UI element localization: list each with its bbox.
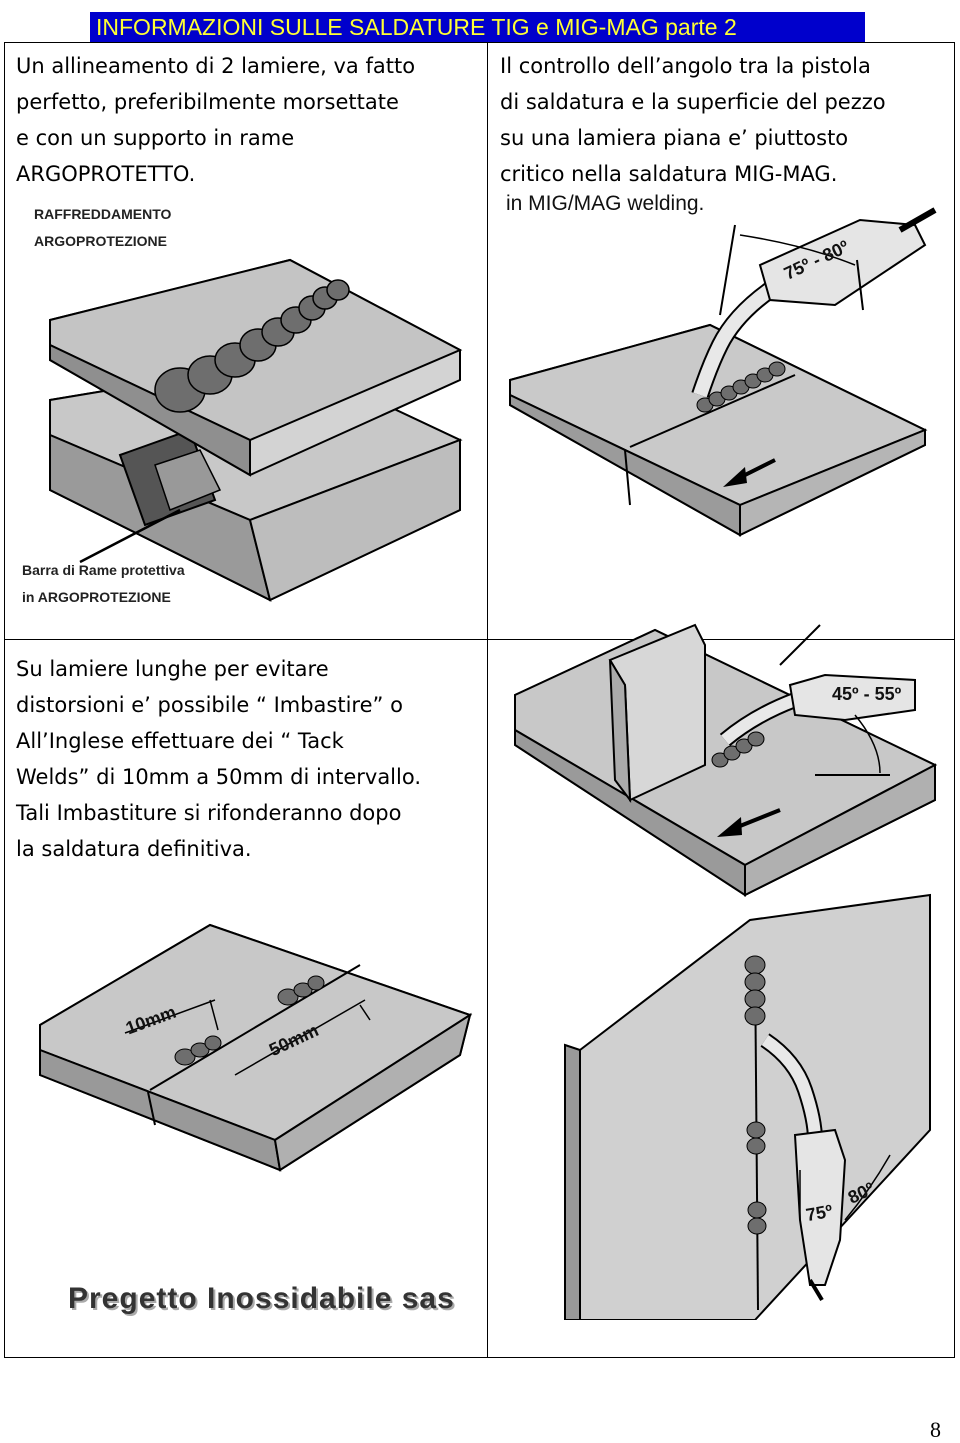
cell-bottom-left-text: Su lamiere lunghe per evitare distorsion… [16, 651, 421, 867]
table-row-divider [4, 639, 955, 640]
brand-logo: Pregetto Inossidabile sas [68, 1282, 455, 1315]
text-line: Welds” di 10mm a 50mm di intervallo. [16, 765, 422, 789]
text-line: ARGOPROTETTO. [16, 162, 196, 186]
vertical-weld-illustration [564, 893, 931, 1320]
text-line: e con un supporto in rame [16, 126, 295, 150]
label-copper-bar: Barra di Rame protettiva [22, 562, 185, 578]
page-number: 8 [930, 1417, 941, 1442]
title-main: INFORMAZIONI SULLE SALDATURE TIG e MIG-M… [96, 14, 659, 40]
fillet-weld-illustration [514, 623, 938, 897]
butt-joint-illustration [49, 258, 463, 602]
text-line: su una lamiera piana e’ piuttosto [500, 126, 849, 150]
cell-top-right-text: Il controllo dell’angolo tra la pistola … [500, 48, 886, 192]
table-column-divider [487, 42, 488, 1358]
label-argoprotezione: ARGOPROTEZIONE [34, 233, 168, 249]
text-line: critico nella saldatura MIG-MAG. [500, 162, 838, 186]
page-title: INFORMAZIONI SULLE SALDATURE TIG e MIG-M… [96, 14, 737, 41]
tack-weld-illustration [39, 923, 473, 1172]
title-part: parte 2 [665, 14, 737, 40]
table-frame [4, 42, 955, 1358]
title-bar: INFORMAZIONI SULLE SALDATURE TIG e MIG-M… [90, 12, 865, 42]
text-line: la saldatura definitiva. [16, 837, 252, 861]
weld-bead [154, 279, 350, 413]
label-copper-bar-2: in ARGOPROTEZIONE [22, 589, 171, 605]
figure-caption: in MIG/MAG welding. [506, 192, 705, 215]
text-line: Un allineamento di 2 lamiere, va fatto [16, 54, 416, 78]
text-line: Tali Imbastiture si rifonderanno dopo [16, 801, 402, 825]
text-line: All’Inglese effettuare dei “ Tack [16, 729, 344, 753]
angle-label-fillet: 45º - 55º [832, 684, 902, 704]
text-line: Il controllo dell’angolo tra la pistola [500, 54, 871, 78]
text-line: distorsioni e’ possibile “ Imbastire” o [16, 693, 403, 717]
mig-flat-illustration [509, 207, 937, 537]
text-line: perfetto, preferibilmente morsettate [16, 90, 399, 114]
text-line: Su lamiere lunghe per evitare [16, 657, 329, 681]
cell-top-left-text: Un allineamento di 2 lamiere, va fatto p… [16, 48, 415, 192]
text-line: di saldatura e la superficie del pezzo [500, 90, 886, 114]
label-raffreddamento: RAFFREDDAMENTO [34, 206, 172, 222]
